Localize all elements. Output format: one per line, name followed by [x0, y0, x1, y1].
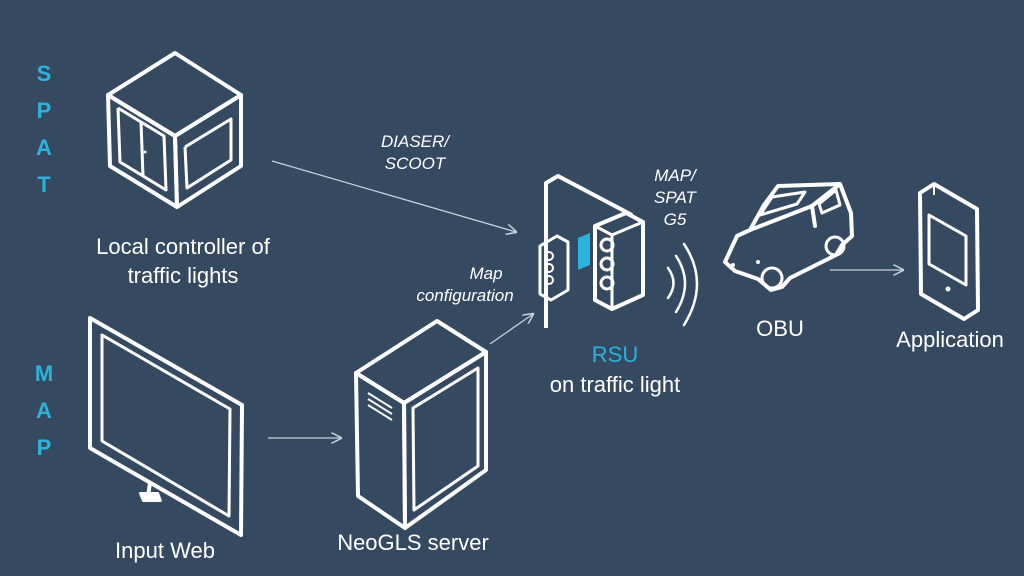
spat-side-label: S P A T: [32, 55, 56, 203]
monitor-icon: [88, 316, 244, 537]
mapconf-line1: Map: [469, 264, 503, 283]
map-letter: P: [36, 435, 52, 460]
spat-letter: S: [36, 61, 52, 86]
g5-line1: MAP/: [654, 166, 696, 185]
rsu-label: RSU on traffic light: [530, 340, 700, 400]
application-label: Application: [896, 327, 1004, 352]
controller-label: Local controller of traffic lights: [68, 232, 298, 290]
diaser-line2: SCOOT: [384, 154, 446, 173]
controller-label-line1: Local controller of: [96, 234, 270, 259]
arrow-server-to-rsu: [489, 314, 533, 345]
map-letter: A: [36, 398, 52, 423]
smartphone-icon: [918, 182, 980, 321]
spat-letter: A: [36, 135, 52, 160]
map-side-label: M A P: [32, 355, 56, 466]
diaser-scoot-label: DIASER/ SCOOT: [365, 131, 465, 175]
controller-cabinet-icon: [106, 51, 243, 209]
g5-line3: G5: [663, 210, 687, 229]
g5-line2: SPAT: [654, 188, 696, 207]
server-label: NeoGLS server: [337, 530, 489, 555]
input-web-label: Input Web: [115, 538, 215, 563]
arrow-controller-to-rsu: [271, 160, 516, 232]
rsu-label-accent: RSU: [591, 342, 639, 367]
traffic-light-rsu-icon: [538, 174, 645, 328]
car-icon: [723, 182, 854, 292]
radio-waves-icon: [666, 242, 699, 327]
diaser-line1: DIASER/: [380, 132, 450, 151]
map-letter: M: [34, 361, 54, 386]
mapconf-line2: configuration: [416, 286, 514, 305]
rsu-label-sub: on traffic light: [549, 372, 681, 397]
controller-label-line2: traffic lights: [127, 263, 239, 288]
obu-label: OBU: [756, 316, 804, 341]
server-tower-icon: [354, 319, 488, 530]
spat-letter: P: [36, 98, 52, 123]
map-configuration-label: Map configuration: [405, 263, 525, 307]
map-spat-g5-label: MAP/ SPAT G5: [640, 165, 710, 231]
spat-letter: T: [37, 172, 51, 197]
